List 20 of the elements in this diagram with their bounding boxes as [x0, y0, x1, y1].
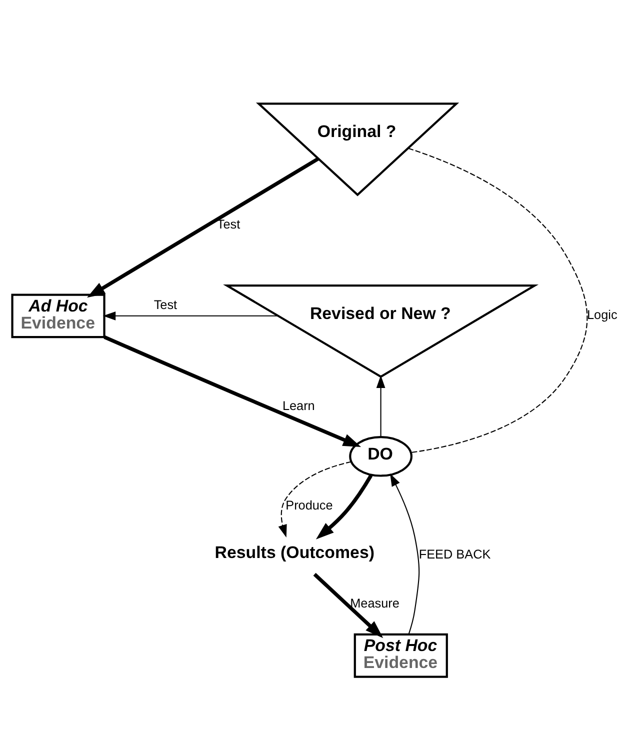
- arrow: [104, 334, 362, 447]
- connector: [408, 147, 588, 453]
- edge-label: Learn: [282, 398, 315, 413]
- node-ellipse: DO: [349, 436, 412, 476]
- edge-label: Produce: [286, 498, 333, 512]
- edge-label: FEED BACK: [418, 546, 491, 561]
- arrow: [316, 474, 373, 539]
- node-text: Results (Outcomes): [214, 542, 374, 562]
- edge-label: Test: [216, 216, 240, 231]
- arrow: [313, 572, 384, 638]
- edge-label: Test: [154, 298, 178, 312]
- edge-label: Logic: [586, 308, 618, 322]
- node-box: Post Hoc Evidence: [354, 632, 448, 678]
- arrow: [87, 156, 320, 298]
- arrow: [376, 374, 386, 436]
- arrow: [278, 460, 352, 537]
- node-box: Ad Hoc Evidence: [11, 293, 106, 338]
- edge-label: Measure: [350, 596, 400, 610]
- arrow: [390, 473, 420, 634]
- arrow: [102, 310, 278, 320]
